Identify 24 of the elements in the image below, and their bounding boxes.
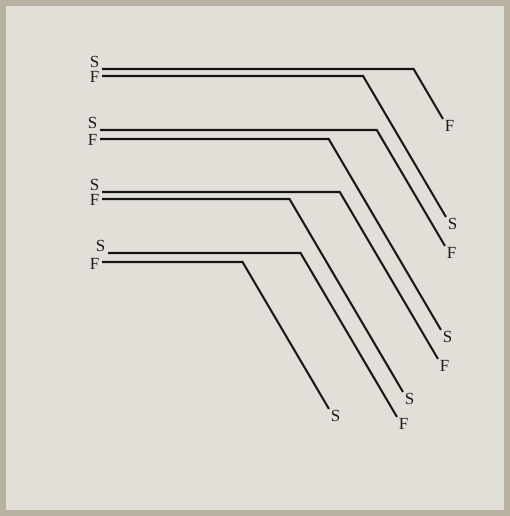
terminal-label: S: [441, 328, 454, 345]
wire-line: [100, 128, 446, 247]
terminal-label: F: [86, 131, 99, 148]
wire-line: [100, 138, 442, 331]
terminal-label: F: [443, 117, 456, 134]
wire-line: [102, 68, 444, 120]
terminal-label: S: [86, 114, 99, 131]
terminal-label: F: [88, 191, 101, 208]
terminal-label: F: [397, 415, 410, 432]
terminal-label: S: [403, 390, 416, 407]
wire-line: [102, 74, 447, 218]
wire-line: [102, 198, 404, 393]
terminal-label: S: [88, 176, 101, 193]
terminal-label: S: [88, 53, 101, 70]
terminal-label: S: [446, 215, 459, 232]
terminal-label: F: [445, 244, 458, 261]
terminal-label: F: [88, 255, 101, 272]
terminal-label: S: [94, 237, 107, 254]
terminal-label: F: [438, 357, 451, 374]
wire-line: [102, 190, 439, 360]
terminal-label: F: [88, 68, 101, 85]
terminal-label: S: [329, 407, 342, 424]
wire-line: [108, 252, 398, 418]
wire-line: [102, 260, 330, 410]
